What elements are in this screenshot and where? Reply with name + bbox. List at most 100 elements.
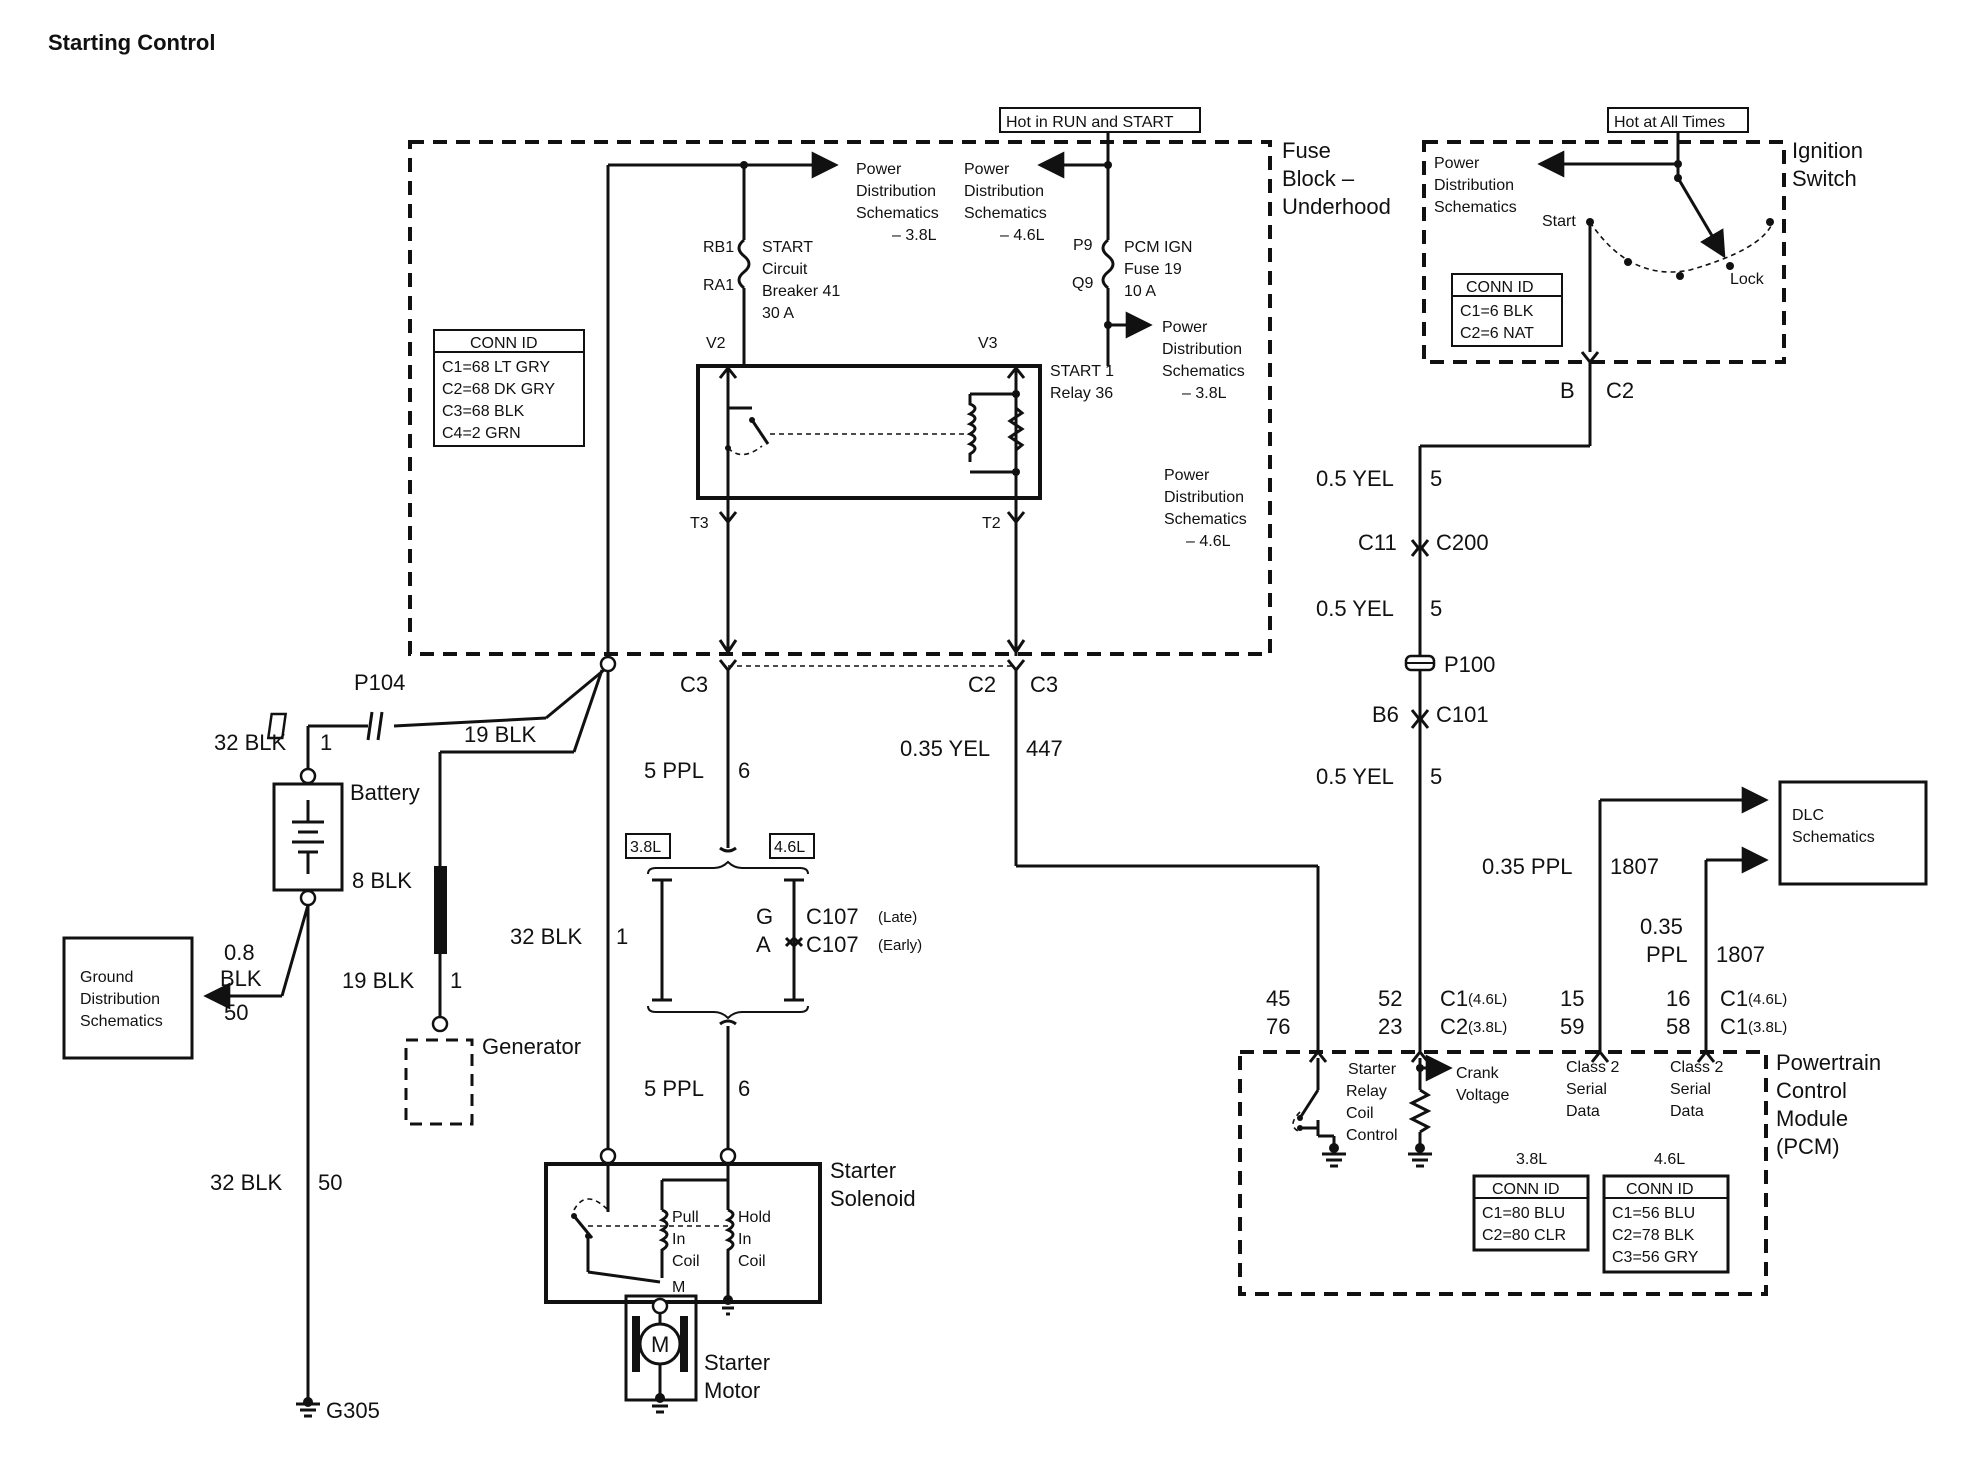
battery-box	[272, 782, 344, 892]
ignition-conn-title: CONN ID	[1466, 279, 1534, 296]
page-title: Starting Control	[48, 30, 215, 55]
pcm-c1b-46-note: (4.6L)	[1748, 991, 1787, 1008]
ra1-label: RA1	[703, 277, 734, 294]
dlc-label: DLC Schematics	[1792, 807, 1875, 846]
v2-label: V2	[706, 335, 726, 352]
dlc-box	[1778, 780, 1928, 886]
p100-label: P100	[1444, 652, 1495, 677]
ppl1-gauge: 5 PPL	[644, 758, 704, 783]
pds-38-label-a: Power Distribution Schematics – 3.8L	[856, 161, 943, 244]
fuse-conn-id-box	[433, 329, 585, 447]
ignition-conn-id-box	[1451, 273, 1563, 347]
pcm-c1b-38-note: (3.8L)	[1748, 1019, 1787, 1036]
pcm-c1b-38: C1	[1720, 1014, 1748, 1039]
blk19b-gauge: 19 BLK	[342, 968, 414, 993]
pcm-pin-58: 58	[1666, 1014, 1690, 1039]
pds-46-label-b: Power Distribution Schematics – 4.6L	[964, 161, 1051, 244]
blk32b-gauge: 32 BLK	[214, 730, 286, 755]
motor-symbol: M	[651, 1332, 669, 1357]
pcm-pin-52: 52	[1378, 986, 1402, 1011]
c101-label: C101	[1436, 702, 1489, 727]
t3-label: T3	[690, 515, 709, 532]
c107-early: C107	[806, 932, 859, 957]
start-relay-label: START 1 Relay 36	[1050, 363, 1118, 402]
blk19b-ckt: 1	[450, 968, 462, 993]
pcm-pin-23: 23	[1378, 1014, 1402, 1039]
ppl1-ckt: 6	[738, 758, 750, 783]
pull-in-coil-label: Pull In Coil	[672, 1209, 703, 1270]
c3b-label: C3	[1030, 672, 1058, 697]
c107-a-label: A	[756, 932, 771, 957]
blk19-gauge: 19 BLK	[464, 722, 536, 747]
class2-serial-data-2: Class 2 Serial Data	[1670, 1059, 1728, 1120]
ignition-switch-outline	[1422, 140, 1786, 364]
pcm-eng46-label: 4.6L	[1654, 1151, 1685, 1168]
start-relay-box	[696, 364, 1042, 500]
yel3-ckt: 5	[1430, 764, 1442, 789]
ppl1807b-ckt: 1807	[1716, 942, 1765, 967]
yel2-gauge: 0.5 YEL	[1316, 596, 1394, 621]
pcm-pin-15: 15	[1560, 986, 1584, 1011]
blk32b-ckt: 1	[320, 730, 332, 755]
pcm-conn38-title: CONN ID	[1492, 1181, 1560, 1198]
hold-in-coil-label: Hold In Coil	[738, 1209, 775, 1270]
ignition-conn-list: C1=6 BLK C2=6 NAT	[1460, 303, 1538, 342]
pcm-eng38-label: 3.8L	[1516, 1151, 1547, 1168]
hot-run-start-box	[999, 107, 1201, 133]
ppl1807a-gauge: 0.35 PPL	[1482, 854, 1573, 879]
pcm-conn38-list: C1=80 BLU C2=80 CLR	[1482, 1205, 1570, 1244]
starter-solenoid-label: Starter Solenoid	[830, 1158, 916, 1211]
pcm-c1-46-note: (4.6L)	[1468, 991, 1507, 1008]
starter-solenoid-box	[544, 1162, 822, 1304]
eng38-tag: 3.8L	[630, 839, 661, 856]
battery-label: Battery	[350, 780, 420, 805]
pcm-pin-45: 45	[1266, 986, 1290, 1011]
fuse-block-label: Fuse Block – Underhood	[1282, 138, 1391, 219]
pcm-conn46-box	[1602, 1174, 1730, 1274]
ppl1807b-gauge: 0.35 PPL	[1640, 914, 1689, 967]
generator-label: Generator	[482, 1034, 581, 1059]
rb1-label: RB1	[703, 239, 734, 256]
t2-label: T2	[982, 515, 1001, 532]
pcm-c1-46: C1	[1440, 986, 1468, 1011]
blk8-gauge: 8 BLK	[352, 868, 412, 893]
pds-46-label-d: Power Distribution Schematics – 4.6L	[1164, 467, 1251, 550]
ignition-pds-label: Power Distribution Schematics	[1434, 155, 1518, 216]
ignition-lock-label: Lock	[1730, 271, 1765, 288]
ground-distribution-box	[62, 936, 194, 1060]
blk32c-ckt: 50	[318, 1170, 342, 1195]
ignition-start-label: Start	[1542, 213, 1576, 230]
starter-motor-label: Starter Motor	[704, 1350, 776, 1403]
ppl2-ckt: 6	[738, 1076, 750, 1101]
p104-label: P104	[354, 670, 405, 695]
blk32c-gauge: 32 BLK	[210, 1170, 282, 1195]
yel3-gauge: 0.5 YEL	[1316, 764, 1394, 789]
blk08-ckt: 50	[224, 1000, 248, 1025]
fuse-conn-list: C1=68 LT GRY C2=68 DK GRY C3=68 BLK C4=2…	[442, 359, 559, 442]
pcm-pin-76: 76	[1266, 1014, 1290, 1039]
ground-distribution-label: Ground Distribution Schematics	[80, 969, 164, 1030]
hot-run-start-label: Hot in RUN and START	[1006, 114, 1174, 131]
solenoid-m-label: M	[672, 1279, 685, 1296]
fuse-conn-title: CONN ID	[470, 335, 538, 352]
ignition-switch-label: Ignition Switch	[1792, 138, 1869, 191]
c107-late-note: (Late)	[878, 909, 917, 926]
hot-all-times-label: Hot at All Times	[1614, 114, 1725, 131]
ppl1807a-ckt: 1807	[1610, 854, 1659, 879]
fuse-block-outline	[408, 140, 1272, 656]
pcm-label: Powertrain Control Module (PCM)	[1776, 1050, 1887, 1159]
pcm-conn38-box	[1472, 1174, 1590, 1252]
p9-label: P9	[1073, 237, 1093, 254]
q9-label: Q9	[1072, 275, 1093, 292]
c3a-label: C3	[680, 672, 708, 697]
pcm-outline	[1238, 1050, 1768, 1296]
blk32-ckt: 1	[616, 924, 628, 949]
pcm-c2-38-note: (3.8L)	[1468, 1019, 1507, 1036]
yel1-ckt: 5	[1430, 466, 1442, 491]
c2b-label: C2	[968, 672, 996, 697]
yel1-gauge: 0.5 YEL	[1316, 466, 1394, 491]
ignition-c2-label: C2	[1606, 378, 1634, 403]
pcm-c1b-46: C1	[1720, 986, 1748, 1011]
